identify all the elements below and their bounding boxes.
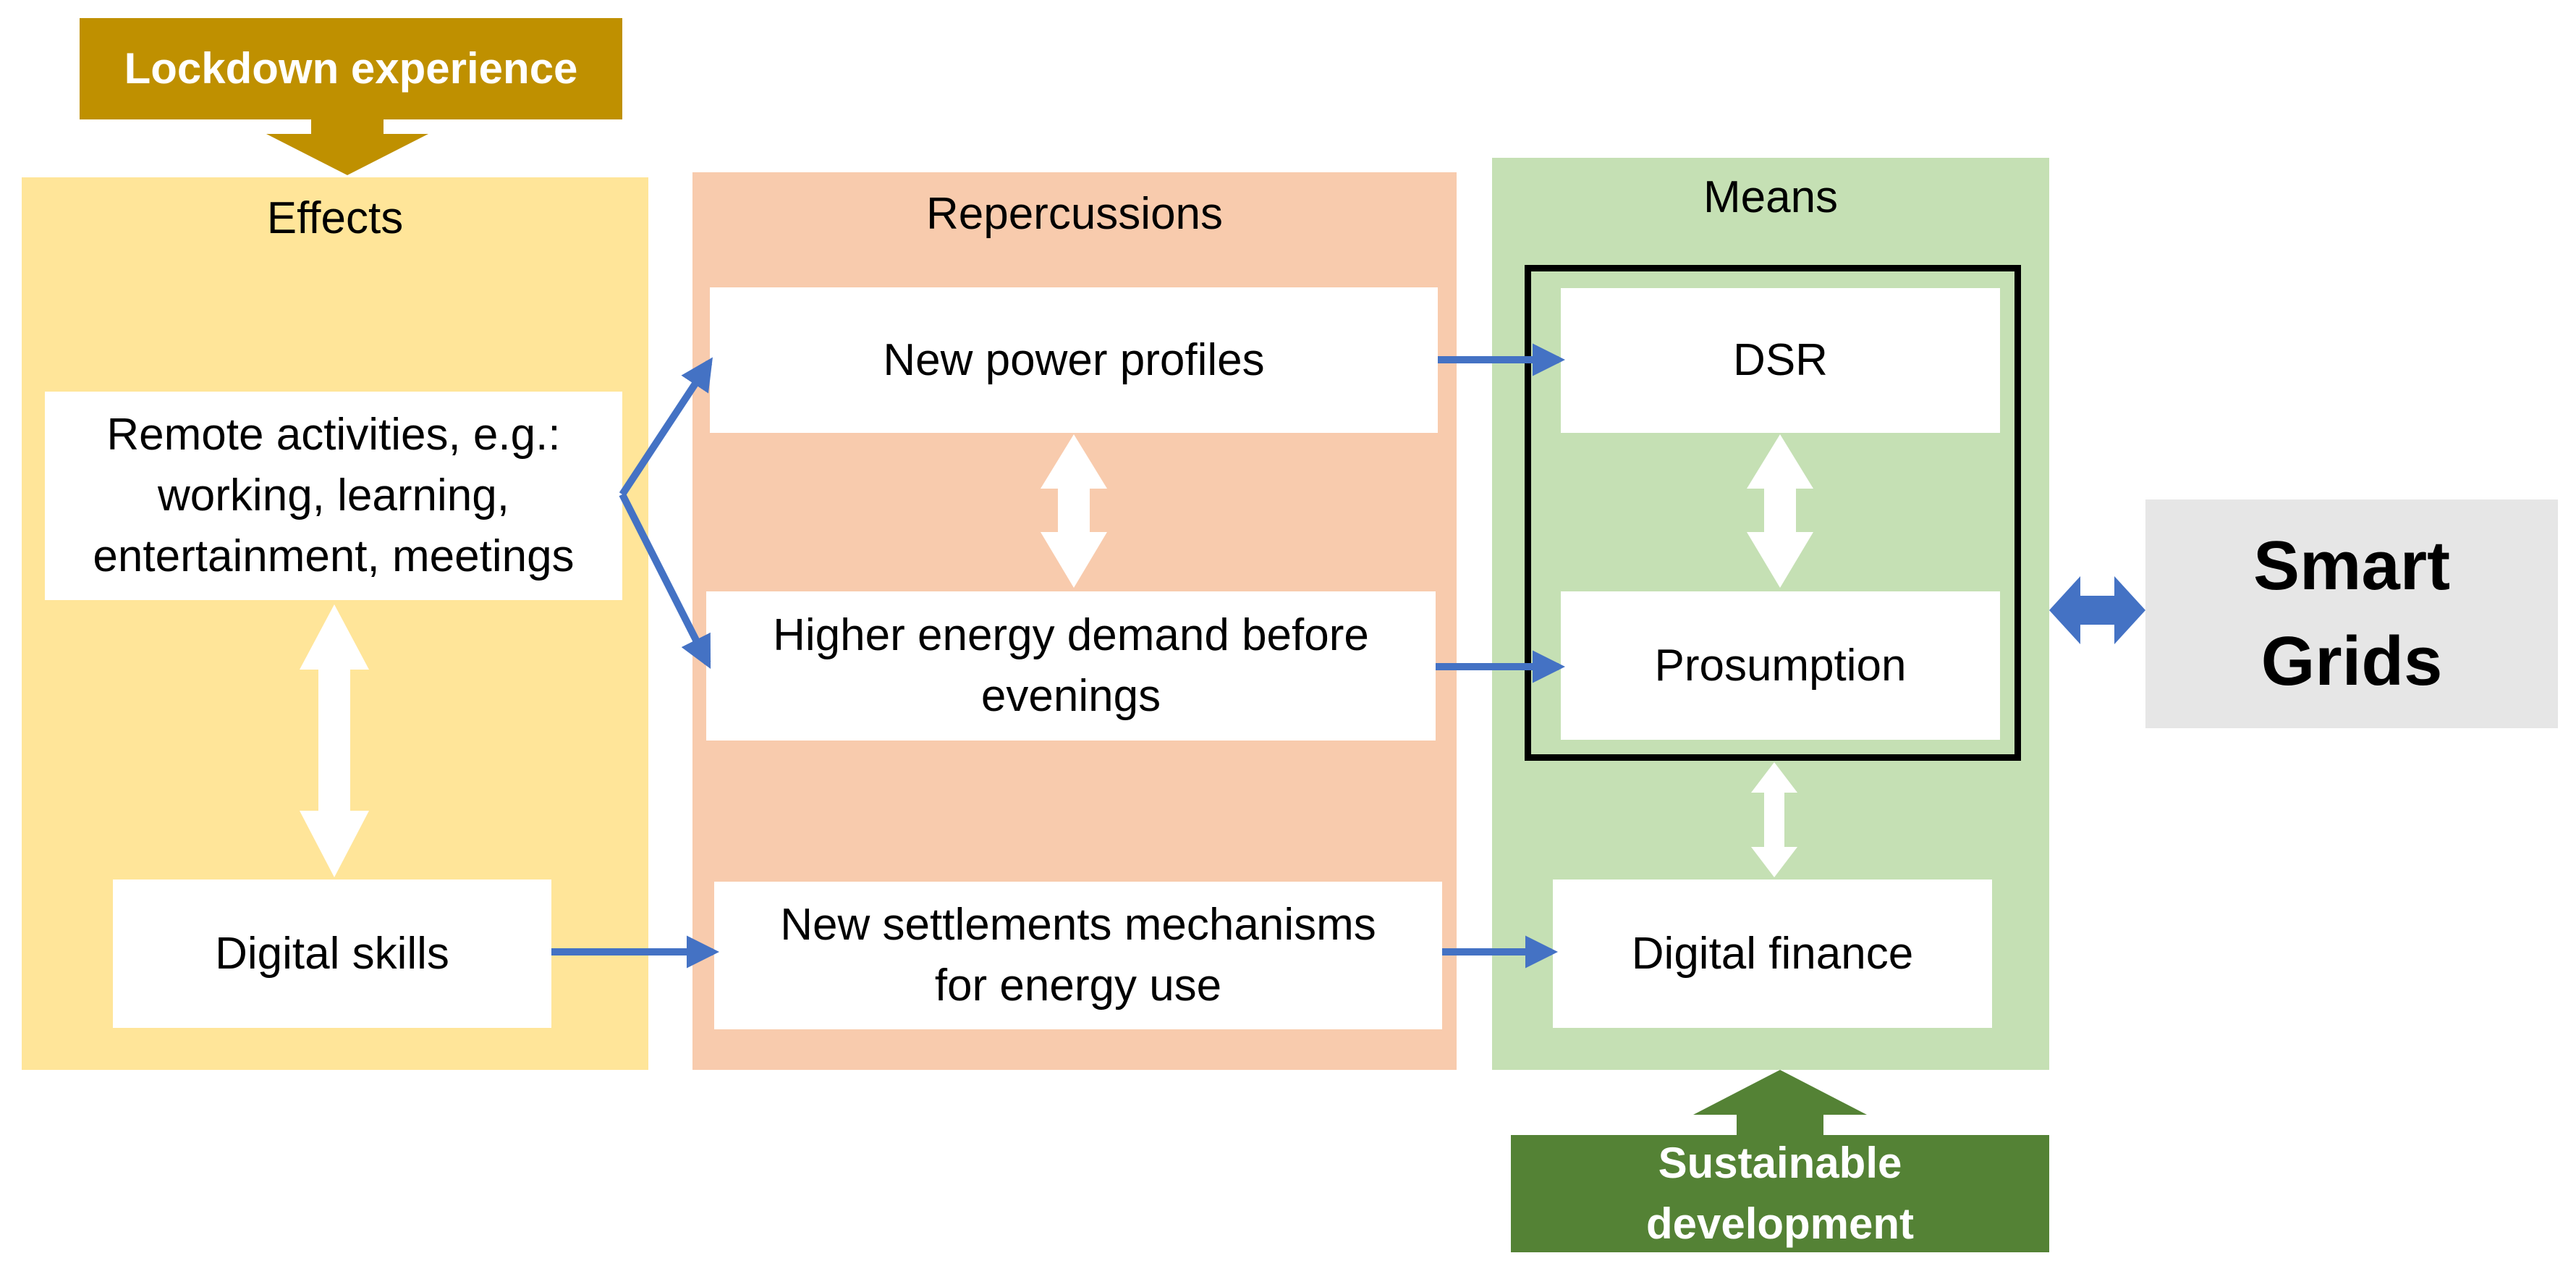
higher-energy-demand-box: Higher energy demand before evenings xyxy=(706,591,1436,741)
double-arrow-vertical-icon xyxy=(1747,434,1813,588)
double-arrow-vertical-icon xyxy=(1041,434,1107,588)
remote-activities-box: Remote activities, e.g.: working, learni… xyxy=(45,392,622,600)
means-title: Means xyxy=(1703,172,1839,222)
arrow-up-icon xyxy=(1693,1070,1867,1135)
double-arrow-horizontal-icon xyxy=(2049,576,2145,644)
sustainable-development-banner: Sustainable development xyxy=(1511,1135,2049,1252)
effects-title: Effects xyxy=(266,193,404,243)
new-power-profiles-box: New power profiles xyxy=(710,287,1438,433)
digital-skills-box: Digital skills xyxy=(113,879,551,1028)
arrow-down-icon xyxy=(266,119,428,175)
lockdown-experience-banner: Lockdown experience xyxy=(80,18,622,119)
prosumption-box: Prosumption xyxy=(1561,591,2000,740)
dsr-prosumption-frame xyxy=(1525,265,2021,761)
smart-grids-box: Smart Grids xyxy=(2145,499,2558,728)
double-arrow-vertical-icon xyxy=(1751,762,1797,877)
double-arrow-vertical-icon xyxy=(300,604,369,877)
arrow-remote-to-power-profiles xyxy=(619,357,713,497)
digital-finance-box: Digital finance xyxy=(1553,879,1992,1028)
dsr-box: DSR xyxy=(1561,288,2000,433)
repercussions-title: Repercussions xyxy=(925,189,1224,239)
arrow-remote-to-higher-demand xyxy=(619,492,711,670)
new-settlements-box: New settlements mechanisms for energy us… xyxy=(714,882,1442,1029)
